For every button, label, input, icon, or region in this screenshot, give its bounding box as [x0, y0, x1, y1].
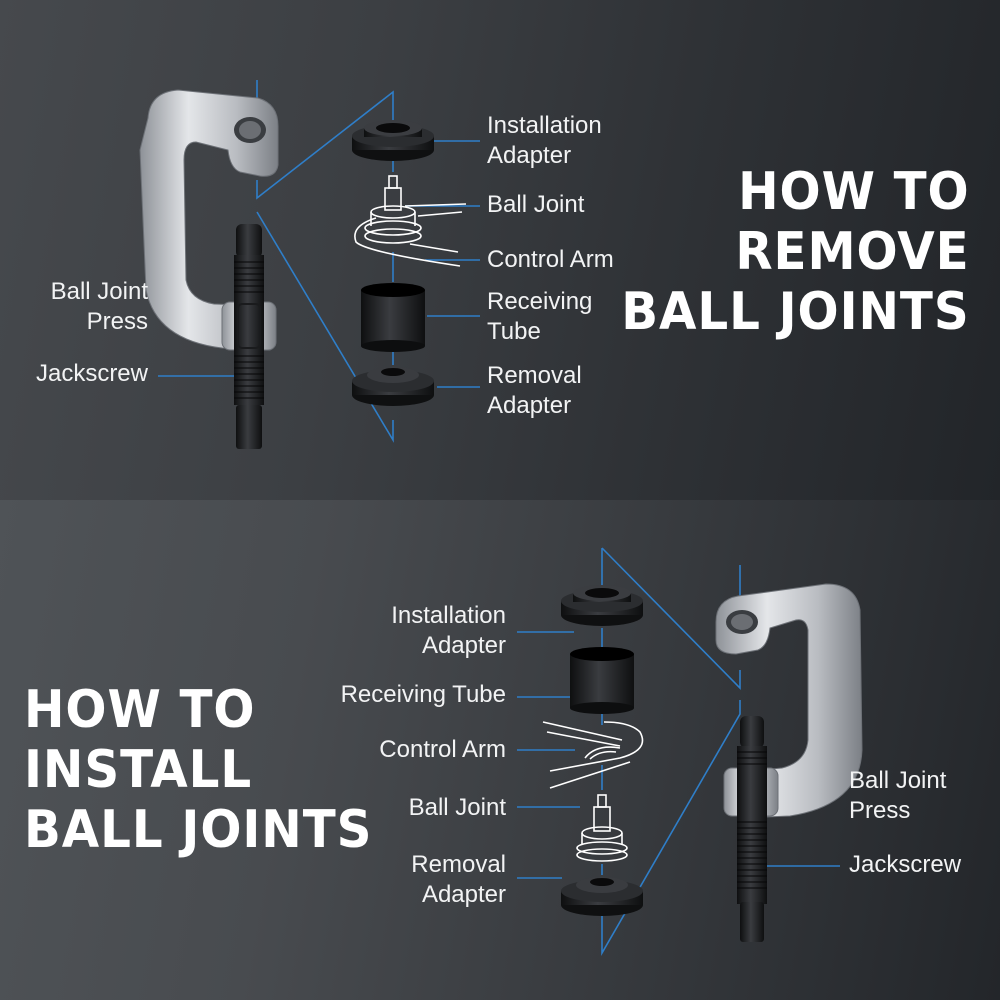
label-ball-joint: Ball Joint: [487, 191, 585, 218]
headline-install: HOW TO INSTALL BALL JOINTS: [24, 680, 373, 860]
jackscrew: [737, 716, 767, 942]
label-ball-joint-press: Ball Joint Press: [50, 278, 148, 335]
label-removal-adapter: Removal Adapter: [411, 851, 506, 908]
label-installation-adapter: Installation Adapter: [487, 112, 602, 169]
installation-adapter: [352, 120, 434, 161]
install-panel: HOW TO INSTALL BALL JOINTS Installation …: [0, 500, 1000, 1000]
label-ball-joint-press: Ball Joint Press: [849, 767, 947, 824]
headline-remove: HOW TO REMOVE BALL JOINTS: [621, 162, 970, 342]
label-control-arm: Control Arm: [379, 736, 506, 763]
remove-diagram: [139, 80, 480, 449]
receiving-tube: [570, 647, 634, 714]
removal-adapter: [561, 877, 643, 916]
remove-panel: Ball Joint Press Jackscrew Installation …: [0, 0, 1000, 500]
control-arm-outline: [542, 721, 644, 789]
install-diagram: [517, 547, 863, 956]
label-receiving-tube: Receiving Tube: [487, 288, 593, 345]
label-control-arm: Control Arm: [487, 246, 614, 273]
installation-adapter: [561, 585, 643, 626]
label-installation-adapter: Installation Adapter: [391, 602, 506, 659]
label-ball-joint: Ball Joint: [408, 794, 506, 821]
receiving-tube: [361, 283, 425, 352]
label-removal-adapter: Removal Adapter: [487, 362, 582, 419]
label-receiving-tube: Receiving Tube: [340, 681, 506, 708]
label-jackscrew: Jackscrew: [849, 851, 962, 878]
jackscrew: [234, 224, 264, 449]
label-jackscrew: Jackscrew: [35, 360, 148, 387]
ball-joint-outline: [576, 794, 628, 862]
removal-adapter: [352, 367, 434, 406]
ball-joint-outline: [354, 175, 467, 267]
